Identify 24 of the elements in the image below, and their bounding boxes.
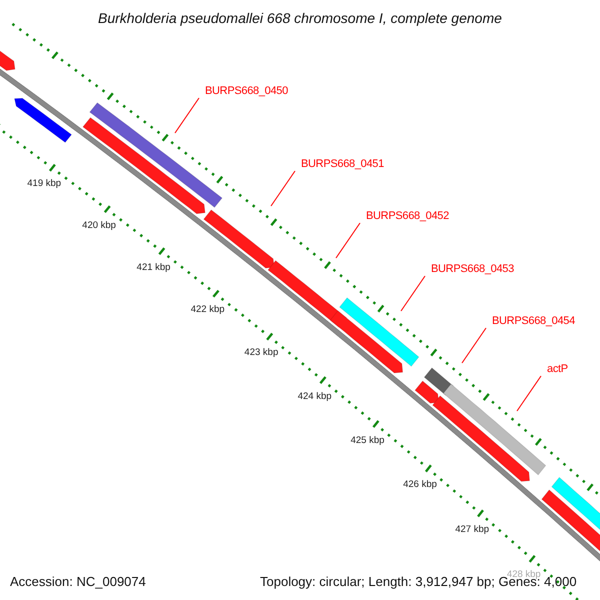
footer-text: Topology: circular; Length: 3,912,947 bp; Genes: 4,000: [260, 575, 577, 588]
scale-label: 427 kbp: [455, 524, 490, 534]
leader-line: [400, 276, 426, 312]
footer-text: Accession: NC_009074: [10, 575, 146, 588]
scale-label: 421 kbp: [136, 262, 170, 272]
scale-label: 426 kbp: [403, 480, 437, 490]
title-text: Burkholderia pseudomallei 668 chromosome I, complete genome: [98, 11, 502, 25]
scale-label: 419 kbp: [27, 179, 62, 189]
gene-label: BURPS668_0451: [301, 159, 384, 170]
gene-label: actP: [547, 364, 568, 375]
leader-line: [462, 328, 486, 364]
leader-line: [516, 376, 542, 412]
gene-label: BURPS668_0454: [492, 316, 575, 327]
leader-line: [270, 170, 296, 206]
leader-line: [174, 98, 200, 134]
scale-label: 420 kbp: [82, 220, 116, 230]
scale-label: 424 kbp: [298, 392, 332, 402]
gene-label: BURPS668_0452: [366, 211, 449, 222]
scale-label: 422 kbp: [190, 305, 225, 315]
gene-label: BURPS668_0453: [431, 264, 514, 275]
gene-label: BURPS668_0450: [205, 86, 288, 97]
scale-label: 425 kbp: [350, 436, 384, 446]
leader-line: [336, 222, 360, 258]
scale-label: 423 kbp: [244, 348, 278, 358]
